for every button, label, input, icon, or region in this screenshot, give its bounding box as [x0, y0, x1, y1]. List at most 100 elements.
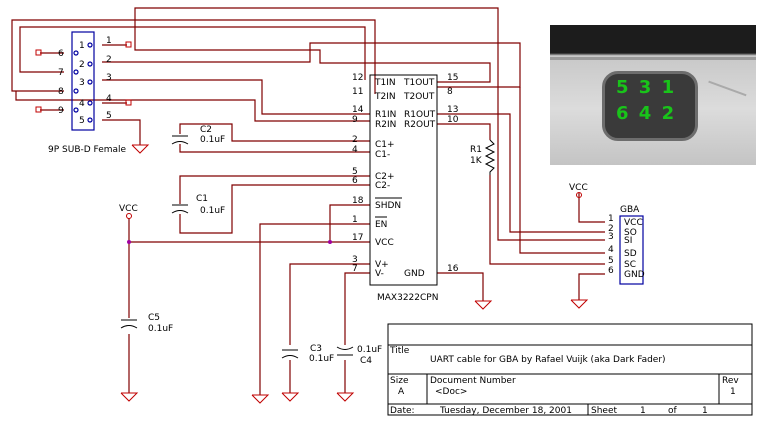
c5-name: C5 [148, 313, 160, 323]
ic-pin-label: R2OUT [404, 120, 436, 130]
title-label: Title [389, 346, 410, 356]
db9-out-pin-number: 1 [106, 36, 112, 46]
ground-symbol [336, 392, 355, 402]
ground-symbol [474, 300, 493, 310]
of-value: 1 [702, 406, 708, 416]
db9-pin-5-contact [87, 117, 93, 123]
gba-label: GBA [620, 205, 640, 215]
capacitors [120, 135, 354, 359]
sheet-label: Sheet [591, 406, 617, 416]
gba-pin-number: 4 [608, 245, 614, 255]
ic-pin-number: 12 [352, 73, 363, 83]
db9-pin-9-contact [73, 107, 79, 113]
db9-pin-number: 4 [79, 99, 85, 109]
ic-pin-number: 14 [352, 105, 364, 115]
ic-pin-label: T1IN [374, 78, 396, 88]
db9-out-pin-number: 2 [106, 55, 112, 65]
db9-pin-6-contact [73, 50, 79, 56]
db9-pin-8-contact [73, 88, 79, 94]
db9-pin-number: 7 [58, 68, 64, 78]
gba-pin-number: 2 [608, 224, 614, 234]
db9-pin-3-contact [87, 79, 93, 85]
vcc-label-gba: VCC [569, 183, 588, 193]
ic-pin-label: C1- [375, 150, 390, 160]
db9-out-pin-number: 4 [106, 94, 112, 104]
ic-pin-number: 7 [352, 264, 358, 274]
gba-pin-number: 1 [608, 214, 614, 224]
ground-symbol [570, 299, 589, 309]
ic-pin-number: 6 [352, 176, 358, 186]
ic-pin-number: 18 [352, 196, 364, 206]
c1-value: 0.1uF [200, 206, 225, 216]
ic-pin-number: 17 [352, 233, 363, 243]
db9-pin-number: 9 [58, 106, 64, 116]
r1-value: 1K [470, 156, 483, 166]
gba-pin-label: SC [624, 260, 636, 270]
docnum-label: Document Number [430, 376, 516, 386]
db9-pin-2-contact [87, 61, 93, 67]
ic-pin-label: R1OUT [404, 110, 436, 120]
ic-pin-number: 3 [352, 255, 358, 265]
title-text: UART cable for GBA by Rafael Vuijk (aka … [430, 355, 666, 365]
ic-pin-label: GND [404, 269, 425, 279]
gba-pin-number: 3 [608, 232, 614, 242]
ic-pin-label: T1OUT [403, 78, 435, 88]
ic-pin-number: 9 [352, 115, 358, 125]
wires [11, 7, 605, 395]
r1-name: R1 [470, 145, 482, 155]
date-label: Date: [390, 406, 415, 416]
gba-port-photo: 5 3 1 6 4 2 [550, 25, 756, 165]
gba-port-digits-top: 5 3 1 [616, 77, 677, 98]
db9-connector [35, 31, 132, 131]
db9-label: 9P SUB-D Female [48, 145, 127, 155]
ic-pin-number: 2 [352, 135, 358, 145]
ic-name: MAX3222CPN [377, 293, 438, 303]
rev-label: Rev [722, 376, 739, 386]
ic-body [369, 74, 438, 286]
db9-out-pin-number: 5 [106, 111, 112, 121]
gba-pin-number: 6 [608, 266, 614, 276]
date-value: Tuesday, December 18, 2001 [439, 406, 572, 416]
gba-pin-label: SI [624, 236, 632, 246]
vcc-label-left: VCC [119, 204, 138, 214]
ground-symbols [120, 144, 589, 404]
gba-pin-label: SO [624, 228, 637, 238]
ic-pin-label: VCC [375, 238, 394, 248]
vcc-symbols [126, 192, 582, 219]
ic-pin-number: 4 [352, 145, 358, 155]
size-label: Size [390, 376, 409, 386]
db9-pin-4-contact [87, 100, 93, 106]
db9-pin-number: 8 [58, 87, 64, 97]
ic-pin-number: 5 [352, 167, 358, 177]
db9-pin-number: 3 [79, 78, 85, 88]
gba-port-digits-bottom: 6 4 2 [616, 103, 677, 124]
rev-value: 1 [730, 387, 736, 397]
docnum-value: <Doc> [435, 387, 467, 397]
gba-pin-label: GND [624, 270, 645, 280]
ic-pin-number: 13 [447, 105, 458, 115]
gba-port-socket [602, 71, 698, 141]
title-block [387, 323, 753, 416]
ground-symbol [251, 394, 270, 404]
db9-pin-number: 1 [79, 41, 85, 51]
ic-pin-label: R2IN [375, 120, 396, 130]
db9-pin-number: 6 [58, 49, 64, 59]
ic-pin-label: R1IN [375, 110, 396, 120]
c3-value: 0.1uF [309, 354, 334, 364]
ic-pin-label: EN [375, 220, 387, 230]
size-value: A [398, 387, 405, 397]
ic-pin-label: T2OUT [403, 92, 435, 102]
ic-pin-number: 10 [447, 115, 459, 125]
ic-pin-number: 16 [447, 264, 459, 274]
ic-pin-label: SHDN [375, 201, 401, 211]
gba-connector-body [619, 215, 644, 285]
ic-pin-label: C2+ [375, 172, 395, 182]
ground-symbol [120, 392, 139, 402]
ic-pin-label: T2IN [374, 92, 396, 102]
c4-value: 0.1uF [357, 345, 382, 355]
ground-symbol [281, 392, 300, 402]
db9-pin-1-contact [87, 42, 93, 48]
ic-pin-label: C2- [375, 181, 390, 191]
ic-pin-number: 8 [447, 87, 453, 97]
